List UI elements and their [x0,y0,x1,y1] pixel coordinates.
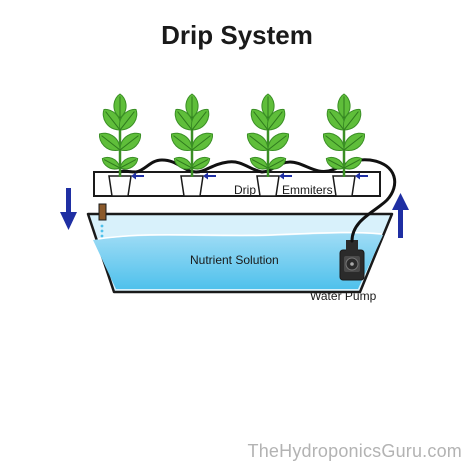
supply-tube [118,158,397,243]
watermark: TheHydroponicsGuru.com [247,441,462,461]
drip-emitter-arrow [355,172,368,180]
plant-1 [99,93,144,197]
plant-4 [323,93,368,197]
reservoir [86,212,394,294]
plant-3 [247,93,292,197]
drain-pipe [98,203,107,238]
label-drip: Drip [234,183,257,197]
net-pot [108,175,132,197]
water-surface-highlight [97,231,383,240]
label-water-pump: Water Pump [310,289,377,303]
label-nutrient-solution: Nutrient Solution [190,253,279,267]
drip-emitter-arrow [203,172,216,180]
net-pot [256,175,280,197]
flow-arrow-down [60,188,77,230]
water-pump [339,240,365,281]
drip-emitter-arrow [279,172,292,180]
diagram-title: Drip System [161,20,313,50]
label-emitters: Emmiters [282,183,333,197]
plant-2 [171,93,216,197]
net-pot [180,175,204,197]
drip-emitter-arrow [131,172,144,180]
nutrient-solution-water [93,233,383,289]
net-pot [332,175,356,197]
flow-arrow-up [392,193,409,238]
